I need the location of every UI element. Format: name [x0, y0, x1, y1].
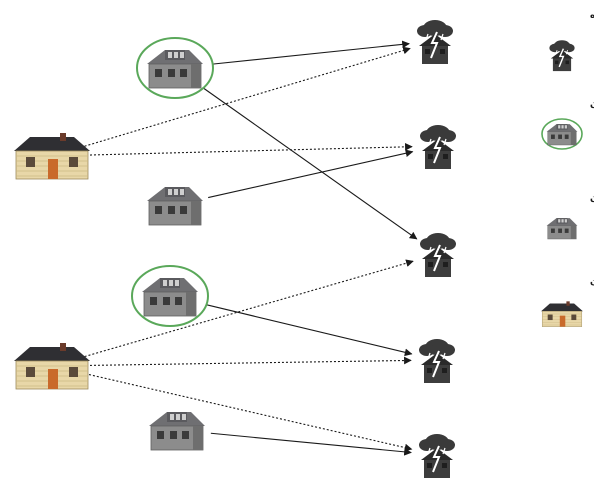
- node-damaged-d5: [418, 433, 456, 479]
- legend-item-backup: انبار پشتیبان: [540, 277, 594, 327]
- node-backup-b2: [13, 342, 91, 390]
- damaged-node-icon: [416, 19, 454, 65]
- edge-b1-d1: [84, 46, 411, 147]
- untrusted-node-icon: [146, 186, 204, 226]
- legend-label: انبار مطمئن: [590, 99, 594, 109]
- edges-layer: [84, 40, 418, 456]
- legend-item-untrusted: انبار نامطمئن: [546, 193, 594, 240]
- damaged-house-storm-icon: [548, 39, 576, 72]
- damaged-node-icon: [419, 124, 457, 170]
- damaged-node-icon: [419, 232, 457, 278]
- legend-label: انبار نامطمئن: [590, 193, 594, 203]
- node-damaged-d2: [419, 124, 457, 170]
- node-untrusted-u1: [146, 186, 204, 226]
- legend-item-trusted: انبار مطمئن: [541, 99, 594, 150]
- edge-u1-d2: [208, 149, 414, 199]
- damaged-node-icon: [418, 433, 456, 479]
- legend-label: انبار پشتیبان: [590, 277, 594, 287]
- node-backup-b1: [13, 132, 91, 180]
- legend: نقاط آسیب دیده انبار مطمئن انبار نامطمئن ان…: [540, 9, 594, 327]
- edge-b2-d3: [84, 259, 414, 358]
- node-trusted-w2: [131, 265, 209, 327]
- node-damaged-d3: [419, 232, 457, 278]
- edge-u2-d5: [210, 432, 412, 456]
- edge-w2-d4: [202, 303, 413, 357]
- untrusted-node-icon: [148, 411, 206, 451]
- legend-label: نقاط آسیب دیده: [590, 9, 594, 21]
- node-untrusted-u2: [148, 411, 206, 451]
- nodes-layer: [13, 19, 457, 479]
- edge-b2-d5: [85, 373, 413, 452]
- edge-b1-d2: [85, 143, 413, 156]
- damaged-node-icon: [418, 338, 456, 384]
- node-trusted-w1: [136, 37, 214, 99]
- backup-node-icon: [13, 342, 91, 390]
- untrusted-warehouse-icon: [546, 217, 578, 240]
- edge-w1-d1: [208, 40, 410, 66]
- edge-w1-d3: [202, 87, 418, 240]
- node-damaged-d1: [416, 19, 454, 65]
- backup-warehouse-icon: [540, 301, 584, 327]
- legend-item-damaged: نقاط آسیب دیده: [548, 9, 594, 72]
- node-damaged-d4: [418, 338, 456, 384]
- edge-b2-d4: [85, 356, 412, 367]
- backup-node-icon: [13, 132, 91, 180]
